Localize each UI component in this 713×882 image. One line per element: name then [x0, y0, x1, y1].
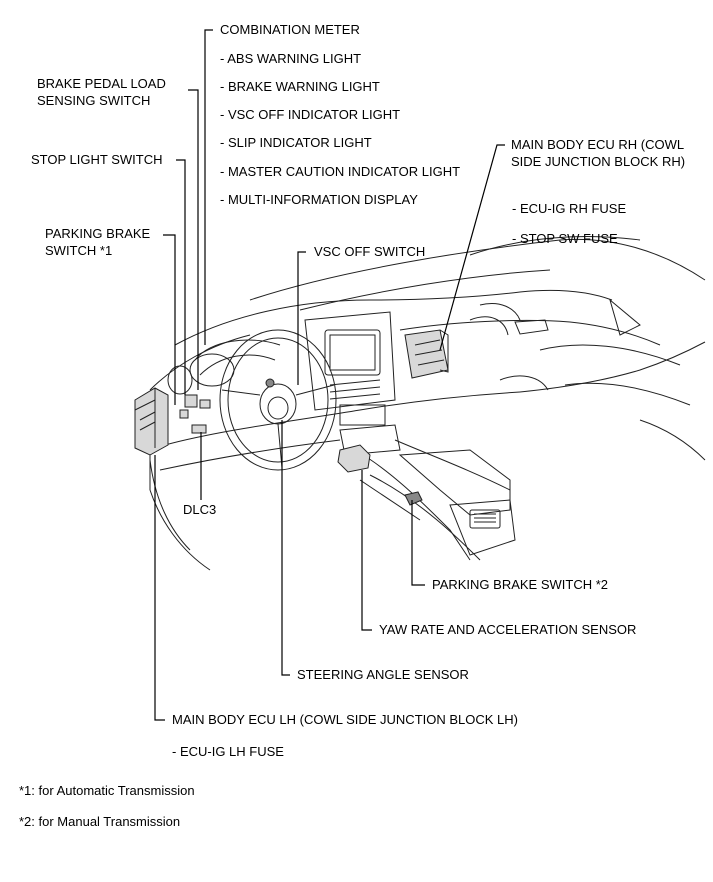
footnote-manual-transmission: *2: for Manual Transmission: [19, 814, 181, 829]
label-abs-warning-light: - ABS WARNING LIGHT: [220, 51, 362, 66]
leader-vsc-off-switch: [297, 251, 306, 385]
label-dlc3: DLC3: [183, 502, 217, 517]
label-main-body-ecu-lh: MAIN BODY ECU LH (COWL SIDE JUNCTION BLO…: [172, 712, 518, 727]
leader-lines: [154, 29, 505, 721]
leader-main-body-ecu-rh: [439, 144, 505, 351]
label-ecu-ig-lh-fuse: - ECU-IG LH FUSE: [172, 744, 284, 759]
label-brake-pedal-load-sensing-switch: BRAKE PEDAL LOAD SENSING SWITCH: [37, 76, 166, 108]
leader-steering-angle: [281, 420, 290, 676]
label-yaw-rate-acceleration-sensor: YAW RATE AND ACCELERATION SENSOR: [379, 622, 637, 637]
leader-stop-light-switch: [176, 159, 186, 395]
leader-combination-meter: [204, 29, 213, 345]
label-main-body-ecu-rh: MAIN BODY ECU RH (COWL SIDE JUNCTION BLO…: [511, 137, 686, 169]
label-steering-angle-sensor: STEERING ANGLE SENSOR: [297, 667, 469, 682]
leader-brake-pedal-load: [188, 89, 199, 390]
label-slip-indicator-light: - SLIP INDICATOR LIGHT: [220, 135, 372, 150]
label-stop-sw-fuse: - STOP SW FUSE: [512, 231, 618, 246]
label-multi-information-display: - MULTI-INFORMATION DISPLAY: [220, 192, 418, 207]
leader-yaw-rate: [361, 470, 372, 631]
label-ecu-ig-rh-fuse: - ECU-IG RH FUSE: [512, 201, 627, 216]
leader-parking-brake-2: [411, 500, 425, 586]
label-vsc-off-switch: VSC OFF SWITCH: [314, 244, 426, 259]
footnote-automatic-transmission: *1: for Automatic Transmission: [19, 783, 195, 798]
label-stop-light-switch: STOP LIGHT SWITCH: [31, 152, 163, 167]
label-parking-brake-switch-1: PARKING BRAKE SWITCH *1: [45, 226, 151, 258]
vehicle-interior-drawing: [134, 236, 706, 571]
label-brake-warning-light: - BRAKE WARNING LIGHT: [220, 79, 380, 94]
label-master-caution-indicator-light: - MASTER CAUTION INDICATOR LIGHT: [220, 164, 461, 179]
label-vsc-off-indicator-light: - VSC OFF INDICATOR LIGHT: [220, 107, 401, 122]
leader-parking-brake-1: [163, 234, 176, 405]
leader-main-body-ecu-lh: [154, 455, 165, 721]
label-parking-brake-switch-2: PARKING BRAKE SWITCH *2: [432, 577, 609, 592]
label-combination-meter: COMBINATION METER: [220, 22, 360, 37]
